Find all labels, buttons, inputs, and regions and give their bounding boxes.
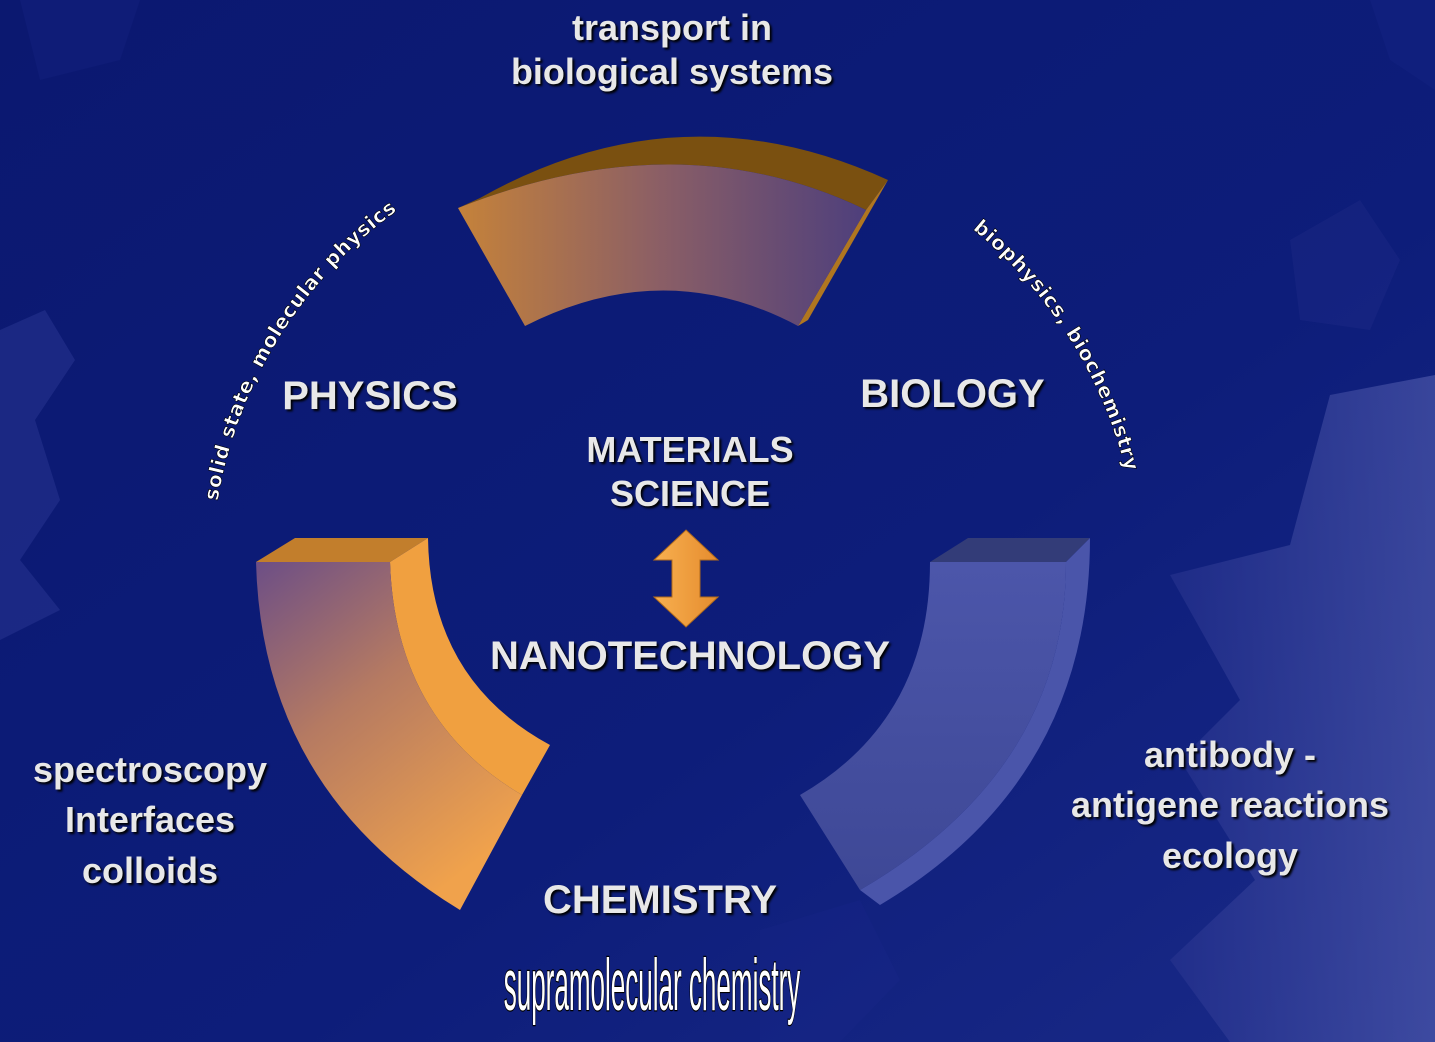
gear-icon: [0, 310, 75, 640]
right-topics: antibody - antigene reactions ecology: [1030, 730, 1430, 881]
gear-icon: [1170, 375, 1435, 1042]
center-line1: MATERIALS: [586, 429, 794, 470]
left-topic-3: colloids: [81, 849, 219, 891]
gear-icon: [20, 0, 1435, 1042]
left-topic-1: spectroscopy: [32, 749, 268, 790]
right-topic-2: antigene reactions: [1070, 784, 1390, 826]
ring-segment-top: [458, 136, 888, 326]
chemistry-label: CHEMISTRY: [542, 878, 778, 922]
double-arrow-icon: [652, 529, 720, 628]
materials-science-label: MATERIALS SCIENCE: [540, 428, 840, 516]
physics-label: PHYSICS: [282, 374, 458, 418]
bottom-label: supramolecular chemistry: [504, 943, 801, 1026]
top-label-line1: transport in: [571, 7, 772, 48]
top-label: transport in biological systems: [472, 6, 872, 94]
left-topic-2: Interfaces: [64, 799, 236, 841]
ring-segment-right: [800, 538, 1090, 905]
ring-segment-left: [256, 538, 550, 910]
right-topic-1: antibody -: [1144, 734, 1316, 775]
right-topic-3: ecology: [1161, 834, 1299, 876]
top-label-line2: biological systems: [510, 50, 834, 92]
left-topics: spectroscopy Interfaces colloids: [0, 745, 300, 896]
biology-label: BIOLOGY: [860, 372, 1045, 416]
center-line2: SCIENCE: [609, 472, 771, 514]
nanotechnology-label: NANOTECHNOLOGY: [490, 634, 890, 678]
